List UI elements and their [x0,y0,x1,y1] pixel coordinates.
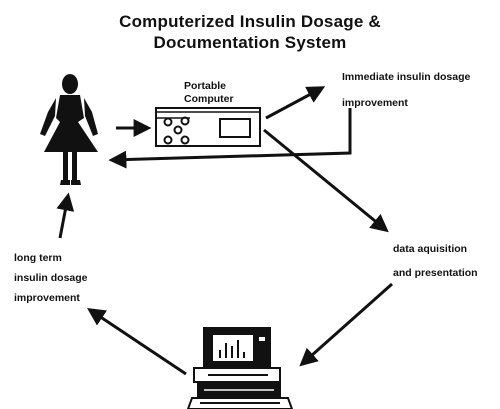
immediate-improvement-label: Immediate insulin dosage improvement [342,64,470,116]
data-label-line-1: data aquisition [393,237,478,261]
arrow-data-to-desktop [302,284,392,364]
long-term-label-line-3: improvement [14,288,88,308]
desktop-computer-icon [188,328,292,409]
long-term-label-line-2: insulin dosage [14,268,88,288]
immediate-label-line-1: Immediate insulin dosage [342,64,470,90]
long-term-improvement-label: long term insulin dosage improvement [14,248,88,308]
portable-computer-label-line-1: Portable [184,80,234,93]
arrow-longterm-to-person [60,196,68,238]
long-term-label-line-1: long term [14,248,88,268]
portable-computer-label-line-2: Computer [184,93,234,106]
immediate-label-line-2: improvement [342,90,470,116]
arrow-laptop-to-immediate [266,88,322,118]
arrow-laptop-to-data [264,130,386,230]
data-label-line-2: and presentation [393,261,478,285]
arrow-desktop-to-longterm [90,310,186,374]
woman-figure-icon [40,74,98,185]
arrow-immediate-back-to-person [112,108,350,160]
portable-computer-icon [156,108,260,146]
portable-computer-label: Portable Computer [184,80,234,106]
data-acquisition-label: data aquisition and presentation [393,237,478,285]
